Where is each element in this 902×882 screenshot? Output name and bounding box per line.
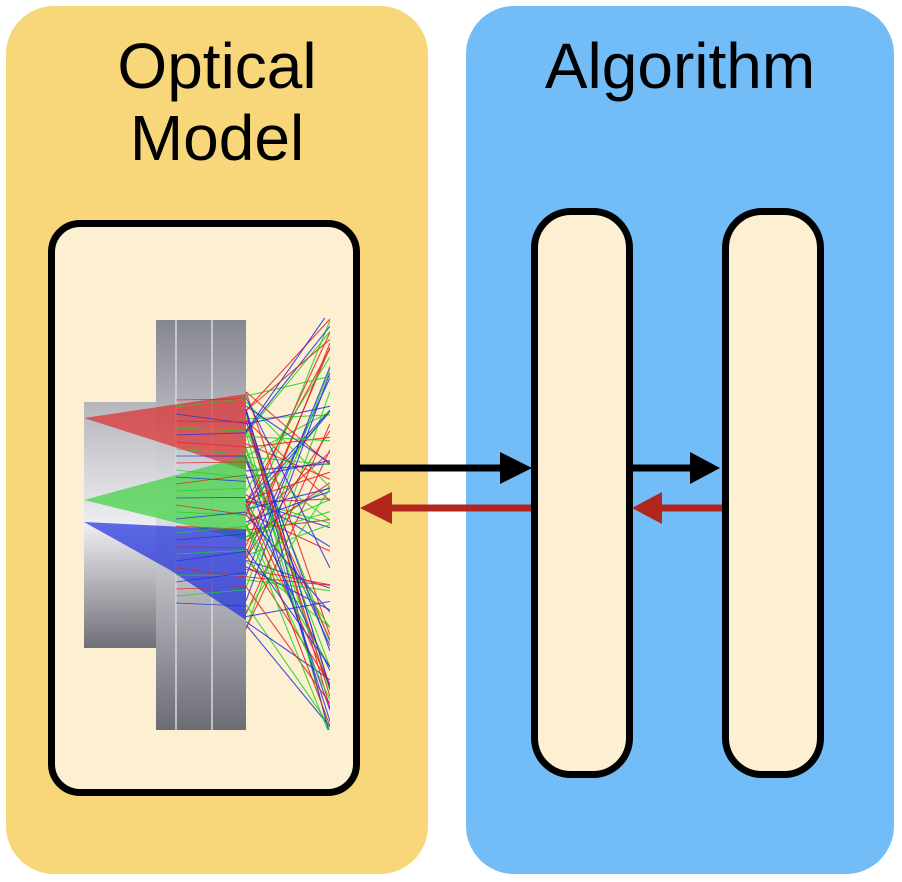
ray-line	[245, 471, 330, 501]
ray-line	[245, 318, 330, 411]
ray-line	[175, 441, 247, 448]
ray-line	[245, 511, 330, 538]
ray-line	[245, 504, 330, 727]
arrow-backward-2-head	[632, 492, 662, 524]
ray-line	[175, 432, 247, 436]
arrow-forward-1	[356, 452, 532, 484]
optical-title-line-1: Optical	[117, 30, 317, 102]
ray-line	[175, 398, 247, 401]
ray-line	[245, 488, 330, 612]
ray-line	[245, 600, 330, 618]
ray-line	[245, 502, 330, 629]
ray-line	[175, 496, 247, 499]
ray-line	[245, 526, 329, 730]
ray-line	[245, 421, 330, 652]
ray-line	[175, 420, 247, 423]
ray-line	[245, 391, 330, 636]
lens-ray-trace-image	[84, 318, 330, 730]
ray-line	[175, 487, 247, 492]
ray-line	[245, 409, 330, 690]
ray-line	[245, 436, 330, 442]
ray-line	[175, 474, 247, 485]
algorithm-layer-2	[722, 208, 824, 778]
arrow-backward-1	[360, 492, 531, 524]
ray-bundles	[84, 318, 330, 730]
ray-line	[175, 551, 247, 562]
green-ray-fan	[84, 456, 246, 540]
ray-line	[245, 503, 330, 686]
ray-line	[245, 342, 330, 555]
ray-line	[245, 436, 330, 449]
ray-line	[245, 554, 330, 685]
ray-line	[175, 546, 247, 548]
ray-line	[245, 325, 330, 433]
ray-line	[245, 411, 330, 509]
ray-line	[245, 409, 330, 502]
ray-line	[245, 391, 330, 466]
ray-line	[245, 372, 330, 601]
arrow-backward-2	[632, 492, 722, 524]
ray-line	[245, 523, 330, 557]
algorithm-title: Algorithm	[544, 30, 816, 102]
ray-line	[245, 576, 330, 586]
ray-line	[245, 449, 330, 630]
ray-line	[245, 586, 330, 704]
blue-ray-fan	[84, 522, 246, 620]
ray-line	[175, 461, 247, 464]
ray-line	[245, 419, 330, 697]
optical-model-title: Optical Model	[6, 30, 428, 174]
ray-line	[245, 443, 330, 480]
arrow-forward-1-head	[500, 452, 532, 484]
ray-line	[245, 487, 330, 511]
ray-line	[245, 356, 330, 492]
ray-line	[245, 568, 330, 586]
ray-line	[175, 398, 247, 408]
ray-line	[245, 566, 330, 611]
ray-line	[175, 427, 247, 432]
ray-line	[245, 524, 330, 700]
ray-line	[245, 499, 330, 524]
ray-line	[175, 511, 247, 520]
ray-line	[245, 318, 326, 432]
optical-title-line-2: Model	[129, 102, 305, 174]
ray-line	[245, 423, 330, 615]
arrow-forward-2-head	[690, 452, 720, 484]
ray-line	[175, 549, 247, 555]
ray-line	[175, 533, 247, 541]
ray-line	[175, 567, 247, 578]
ray-line	[175, 572, 247, 583]
ray-line	[245, 338, 330, 412]
ray-line	[175, 511, 247, 516]
ray-line	[245, 456, 330, 466]
algorithm-layer-1	[531, 208, 633, 778]
ray-line	[245, 548, 330, 668]
ray-line	[245, 604, 330, 727]
arrow-backward-1-head	[360, 492, 392, 524]
ray-line	[175, 525, 247, 530]
ray-line	[175, 602, 247, 607]
ray-line	[245, 368, 330, 588]
ray-line	[245, 514, 330, 613]
ray-line	[245, 331, 330, 435]
ray-line	[175, 586, 247, 590]
ray-line	[245, 391, 330, 630]
ray-line	[245, 397, 330, 569]
ray-line	[175, 589, 247, 597]
arrow-forward-2	[627, 452, 720, 484]
ray-line	[245, 624, 330, 728]
ray-line	[245, 490, 330, 523]
ray-line	[175, 525, 247, 534]
ray-line	[245, 405, 330, 464]
ray-line	[245, 414, 330, 420]
ray-line	[175, 448, 247, 456]
